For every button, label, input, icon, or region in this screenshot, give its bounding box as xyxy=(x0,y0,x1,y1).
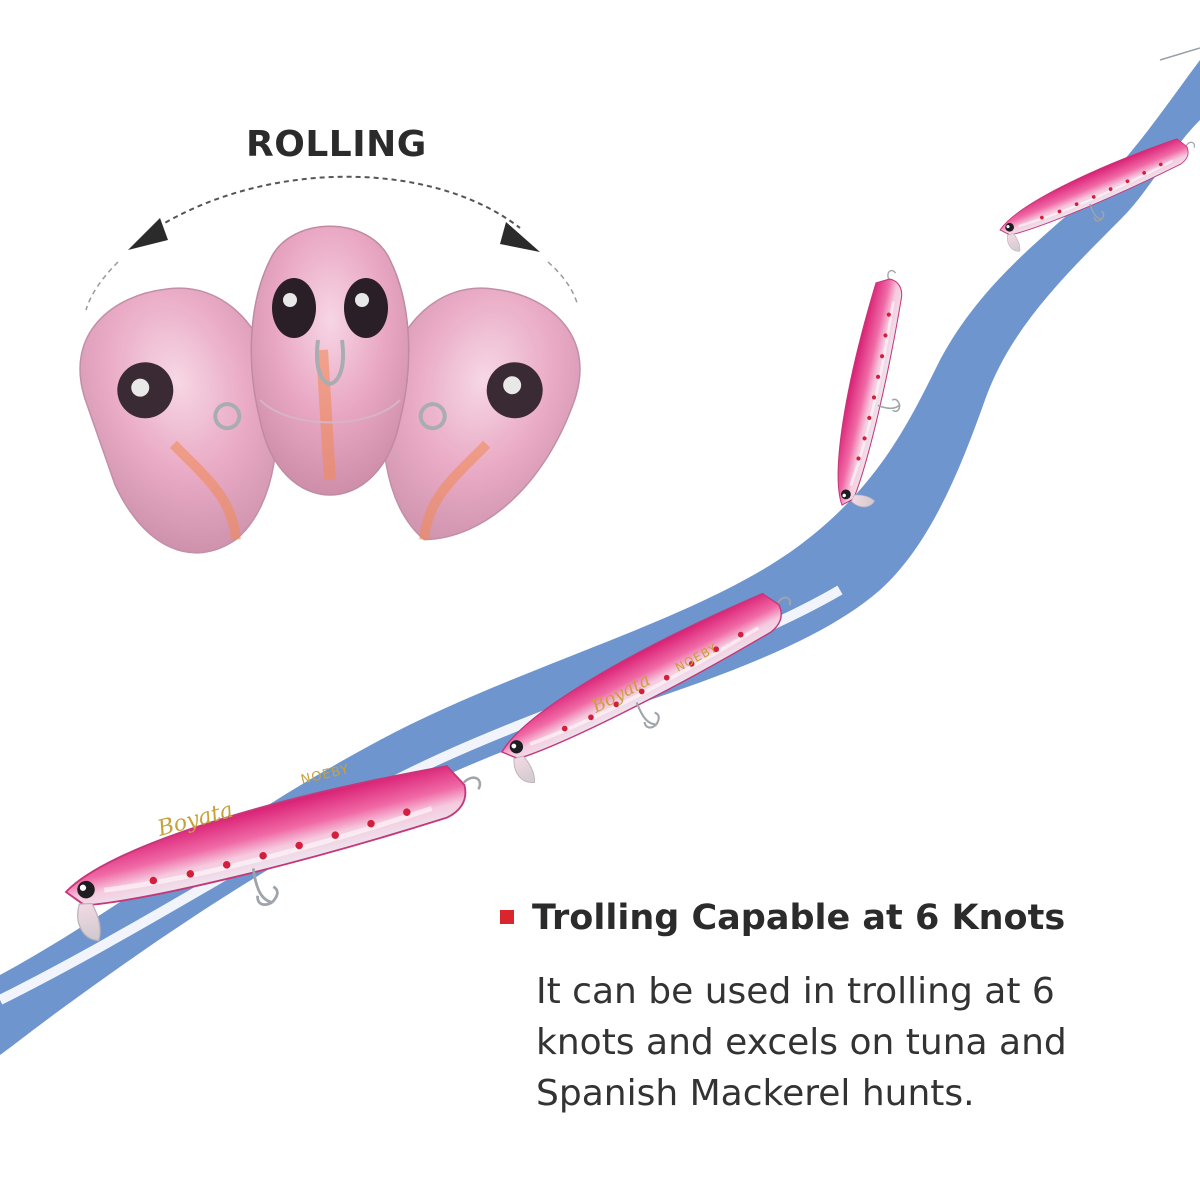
rolling-arrow-right xyxy=(500,222,540,252)
feature-description-line: Spanish Mackerel hunts. xyxy=(536,1073,975,1114)
feature-description: It can be used in trolling at 6 knots an… xyxy=(536,966,1136,1119)
feature-title: Trolling Capable at 6 Knots xyxy=(532,898,1066,938)
feature-description-line: It can be used in trolling at 6 xyxy=(536,971,1055,1012)
rolling-arrow-left xyxy=(128,218,168,250)
fishing-line xyxy=(1159,47,1200,61)
lure-head-right xyxy=(382,287,581,541)
lure-head-center xyxy=(250,225,410,496)
rolling-arc-left-tail xyxy=(85,261,119,311)
rolling-label: ROLLING xyxy=(246,124,427,165)
bullet-square-icon xyxy=(500,910,514,924)
rolling-arc-right-tail xyxy=(547,261,579,307)
feature-description-line: knots and excels on tuna and xyxy=(536,1022,1067,1063)
rolling-arc xyxy=(149,175,521,233)
lure-head-left xyxy=(79,287,278,554)
